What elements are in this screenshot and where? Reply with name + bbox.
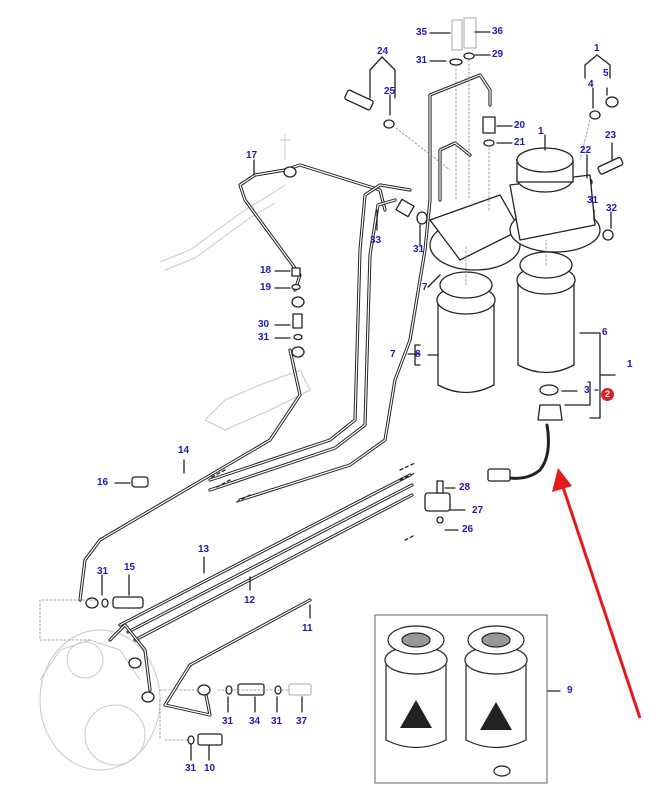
callout-13[interactable]: 13 [198,544,210,555]
callout-27[interactable]: 27 [472,505,484,516]
callout-31[interactable]: 31 [185,763,197,774]
callout-23[interactable]: 23 [605,130,617,141]
callout-31[interactable]: 31 [271,716,283,727]
callout-31[interactable]: 31 [416,55,428,66]
callout-20[interactable]: 20 [514,120,526,131]
filter-kit-box [374,614,548,784]
callout-10[interactable]: 10 [204,763,216,774]
callout-21[interactable]: 21 [514,137,526,148]
callout-14[interactable]: 14 [178,445,190,456]
callout-30[interactable]: 30 [258,319,270,330]
callout-31[interactable]: 31 [258,332,270,343]
brand-logo-icon [480,702,512,730]
callout-1[interactable]: 1 [538,126,544,137]
callout-16[interactable]: 16 [97,477,109,488]
brand-logo-icon [400,700,432,728]
callout-19[interactable]: 19 [260,282,272,293]
callout-1[interactable]: 1 [627,359,633,370]
callout-12[interactable]: 12 [244,595,256,606]
filter-canisters [436,251,576,482]
filter-heads [429,147,601,271]
highlight-arrow [552,468,642,719]
callout-6[interactable]: 6 [602,327,608,338]
callout-28[interactable]: 28 [459,482,471,493]
callout-31[interactable]: 31 [222,716,234,727]
assembly-guides [39,59,591,741]
callout-31[interactable]: 31 [97,566,109,577]
fuel-lines [78,73,492,717]
callout-33[interactable]: 33 [370,235,382,246]
callout-5[interactable]: 5 [603,68,609,79]
callout-34[interactable]: 34 [249,716,261,727]
callout-29[interactable]: 29 [492,49,504,60]
callout-25[interactable]: 25 [384,86,396,97]
callout-7[interactable]: 7 [422,282,428,293]
callout-26[interactable]: 26 [462,524,474,535]
callout-37[interactable]: 37 [296,716,308,727]
ghost-engine-parts [39,134,311,771]
callout-31[interactable]: 31 [587,195,599,206]
callout-31[interactable]: 31 [413,244,425,255]
leader-lines [101,31,616,761]
callout-18[interactable]: 18 [260,265,272,276]
callout-22[interactable]: 22 [580,145,592,156]
callout-15[interactable]: 15 [124,562,136,573]
highlight-badge[interactable]: 2 [601,388,614,401]
callout-8[interactable]: 8 [415,349,421,360]
callout-36[interactable]: 36 [492,26,504,37]
callout-3[interactable]: 3 [584,385,590,396]
callout-7[interactable]: 7 [390,349,396,360]
callout-17[interactable]: 17 [246,150,258,161]
callout-32[interactable]: 32 [606,203,618,214]
callout-4[interactable]: 4 [588,79,594,90]
callout-1[interactable]: 1 [594,43,600,54]
callout-9[interactable]: 9 [567,685,573,696]
callout-11[interactable]: 11 [302,623,313,634]
callout-35[interactable]: 35 [416,27,428,38]
callout-24[interactable]: 24 [377,46,389,57]
